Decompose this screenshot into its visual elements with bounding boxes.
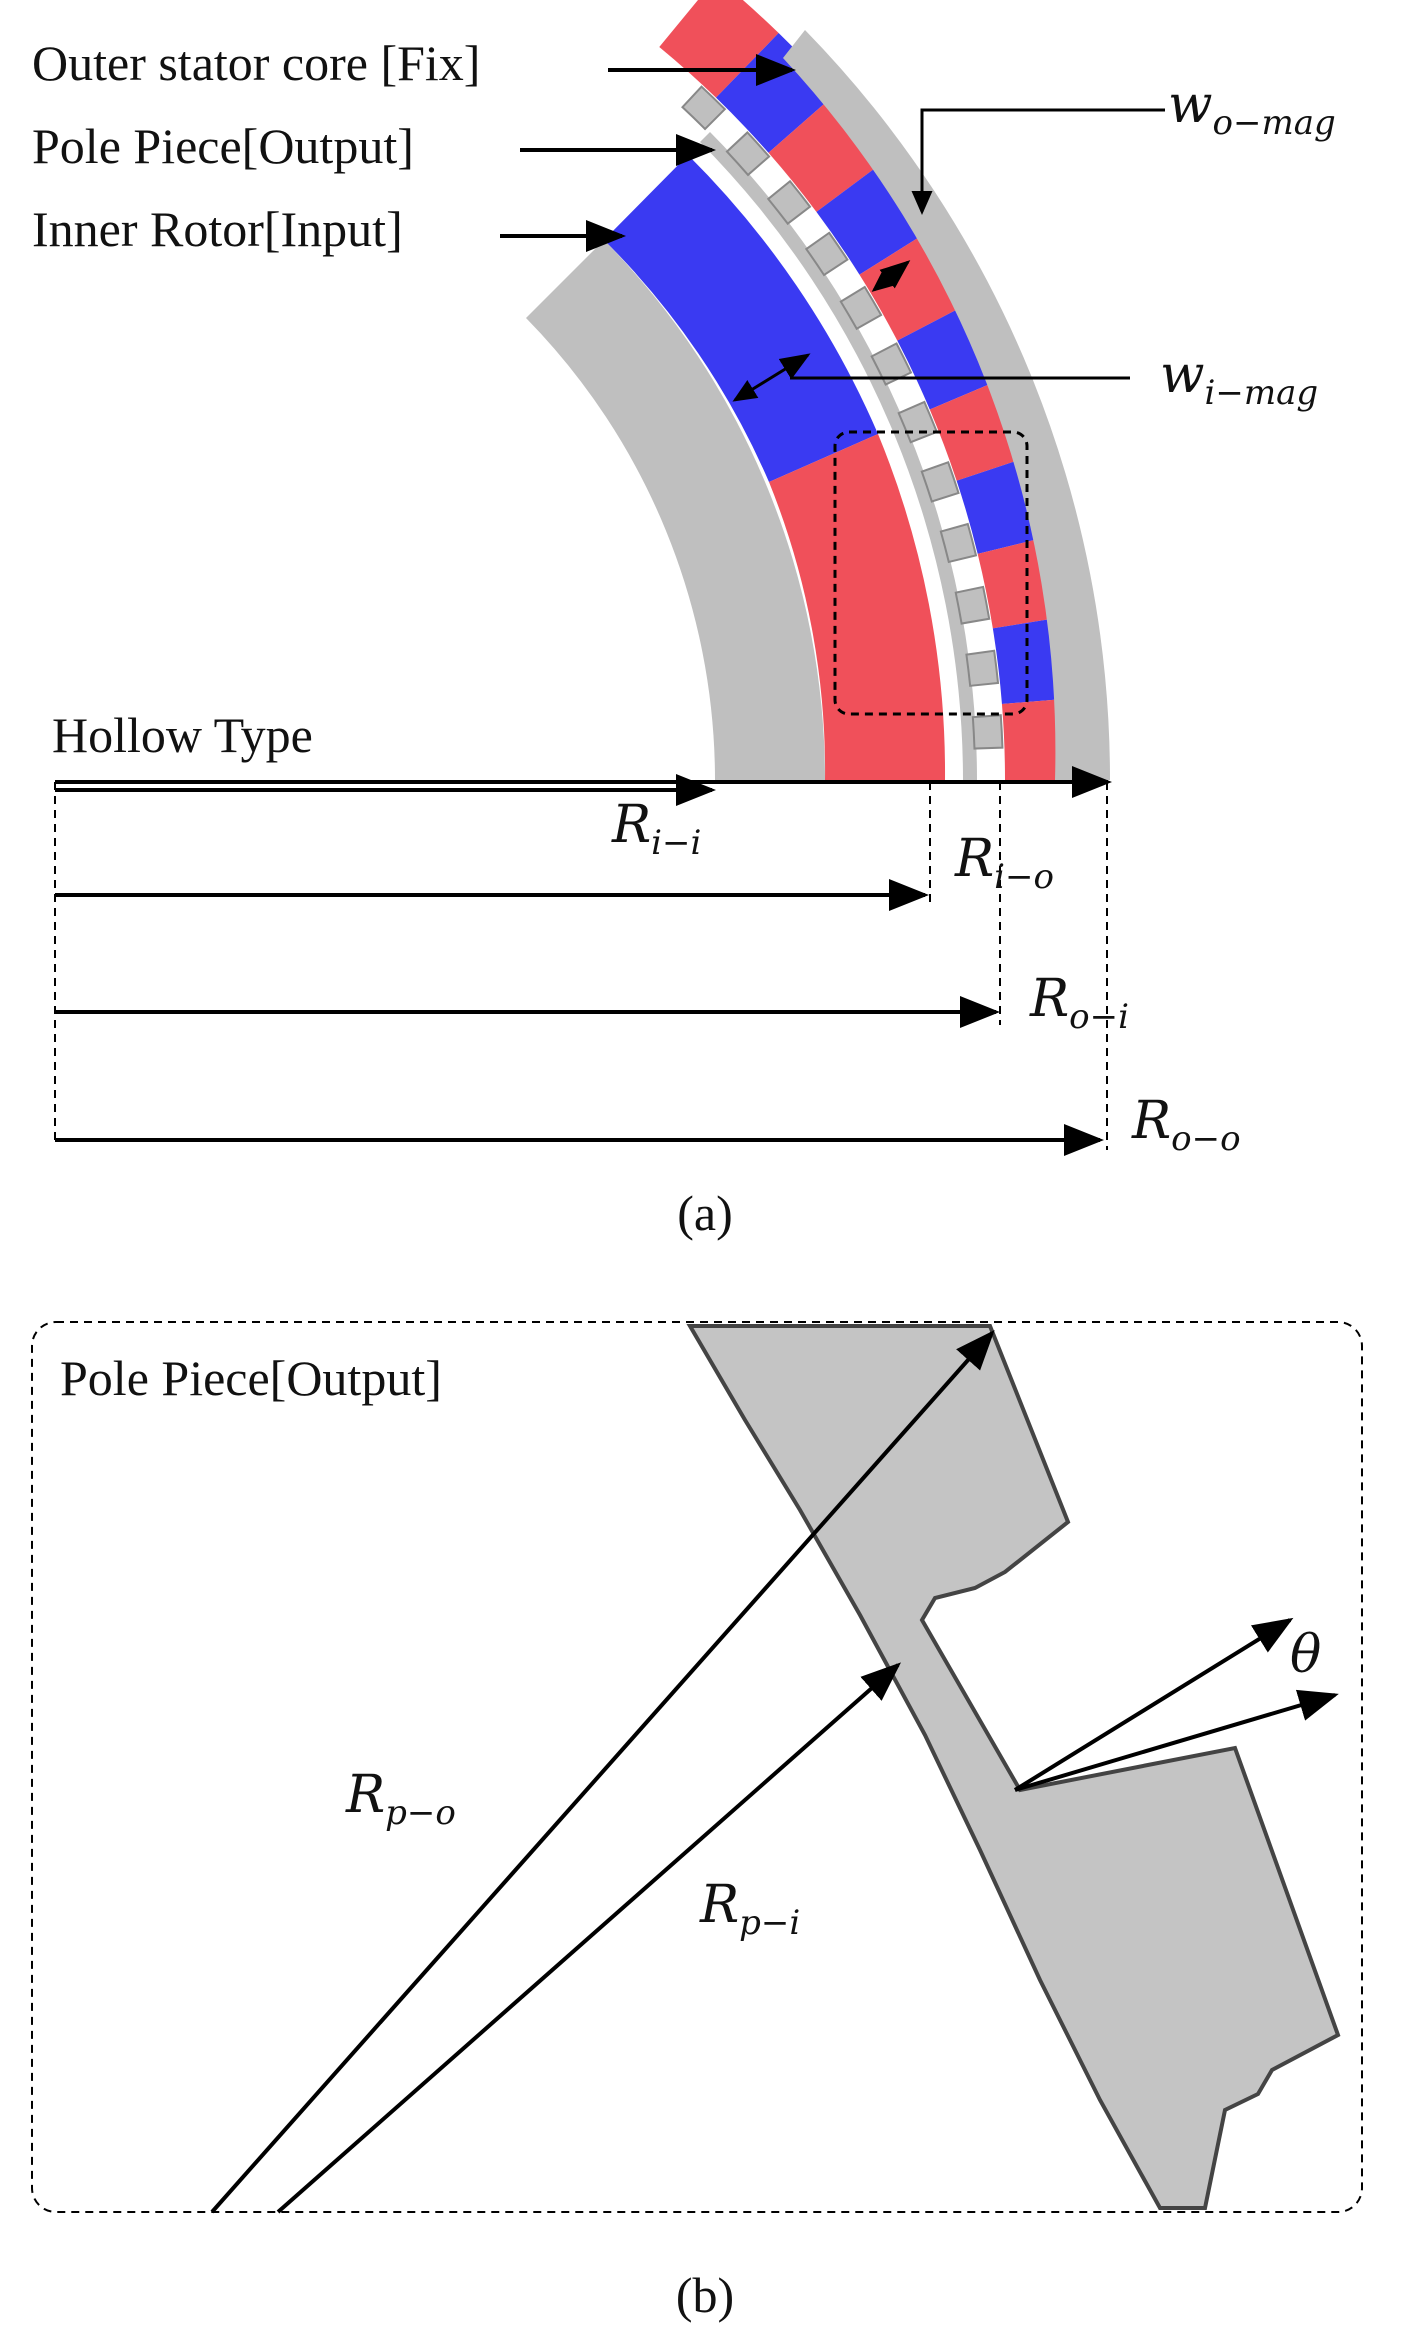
- theta-arrow-upper: [1013, 1617, 1294, 1792]
- pole-piece-tooth: [804, 231, 849, 277]
- pole-piece-tooth: [766, 179, 812, 226]
- pole-piece-tooth: [725, 131, 771, 177]
- pole-piece-tooth: [920, 460, 960, 503]
- outer-stator-core-body: [783, 30, 1111, 780]
- panel-a: Outer stator core [Fix] Pole Piece[Outpu…: [32, 0, 1336, 1241]
- pole-piece-tooth: [954, 585, 991, 625]
- inner-rotor-magnet-north: [769, 434, 946, 780]
- detail-region-box: [833, 430, 1029, 716]
- R-p-i-label: Rp−i: [699, 1875, 800, 1943]
- machine-cross-section: [526, 0, 1111, 780]
- inner-rotor-label: Inner Rotor[Input]: [32, 201, 403, 257]
- R-o-i-label: Ro−i: [1029, 969, 1129, 1037]
- w-o-mag-label: wo−mag: [1168, 75, 1336, 143]
- pole-piece-tooth: [971, 714, 1004, 750]
- R-i-i-label: Ri−i: [611, 795, 701, 863]
- R-i-o-label: Ri−o: [954, 829, 1054, 897]
- R-p-o-arrow: [210, 1330, 995, 2214]
- outer-magnet-north: [659, 0, 779, 98]
- caption-a: (a): [677, 1185, 733, 1241]
- caption-b: (b): [676, 2267, 734, 2323]
- panel-b-title: Pole Piece[Output]: [60, 1350, 442, 1406]
- R-p-i-arrow: [276, 1662, 901, 2214]
- R-p-o-label: Rp−o: [345, 1765, 456, 1833]
- w-i-mag-label: wi−mag: [1160, 345, 1318, 413]
- w-o-mag-dimension-arrow: [871, 260, 911, 292]
- panel-b: Pole Piece[Output] Rp−o Rp−i θ (b): [31, 1321, 1363, 2323]
- theta-label: θ: [1290, 1625, 1321, 1685]
- w-o-mag-leader: [911, 108, 1165, 215]
- pole-piece-tooth: [870, 342, 913, 386]
- inner-rotor-core: [526, 240, 825, 780]
- R-o-o-label: Ro−o: [1131, 1091, 1241, 1159]
- hollow-type-label: Hollow Type: [52, 707, 313, 763]
- theta-arrow-lower: [1014, 1689, 1339, 1792]
- pole-piece-tooth: [839, 285, 883, 331]
- pole-piece-tooth: [681, 85, 727, 131]
- pole-piece-tooth: [939, 522, 978, 564]
- w-i-mag-dimension-arrow: [732, 353, 811, 402]
- pole-piece-label: Pole Piece[Output]: [32, 118, 414, 174]
- outer-stator-label: Outer stator core [Fix]: [32, 35, 480, 91]
- pole-piece-zoomed: [686, 1324, 1341, 2210]
- detail-frame: [31, 1321, 1363, 2213]
- pole-piece-tooth: [965, 649, 1000, 687]
